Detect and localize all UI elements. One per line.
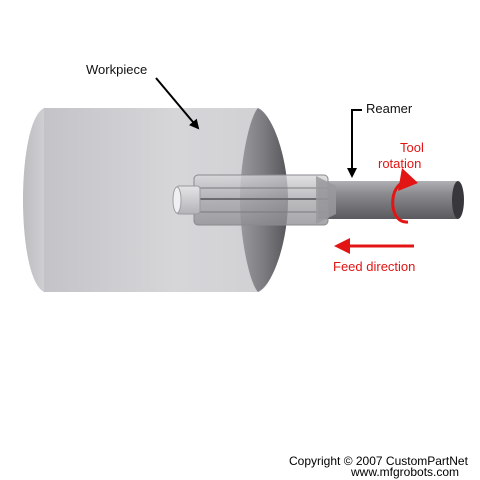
reamer-tip-end (172, 186, 182, 214)
reamer-label: Reamer (366, 101, 413, 116)
reamer-pointer-arrow (347, 109, 362, 178)
feed-direction-label: Feed direction (333, 259, 415, 274)
workpiece-pointer-arrow (155, 77, 200, 130)
workpiece-left-curve (23, 108, 44, 292)
reamer-shank-end (452, 181, 464, 219)
reamer-flute-chamfer (316, 176, 336, 224)
workpiece-label: Workpiece (86, 62, 147, 77)
workpiece-body (44, 108, 283, 292)
rotation-arrowhead (398, 168, 418, 191)
tool-rotation-label-line2: rotation (378, 156, 421, 171)
tool-rotation-label-line1: Tool (400, 140, 424, 155)
reamer-shank (318, 181, 458, 219)
workpiece (23, 108, 288, 292)
copyright-line1: Copyright © 2007 CustomPartNet (289, 454, 469, 468)
reamer (172, 174, 464, 226)
feed-direction-arrowhead (334, 238, 350, 254)
copyright-line2: www.mfgrobots.com (350, 465, 459, 479)
